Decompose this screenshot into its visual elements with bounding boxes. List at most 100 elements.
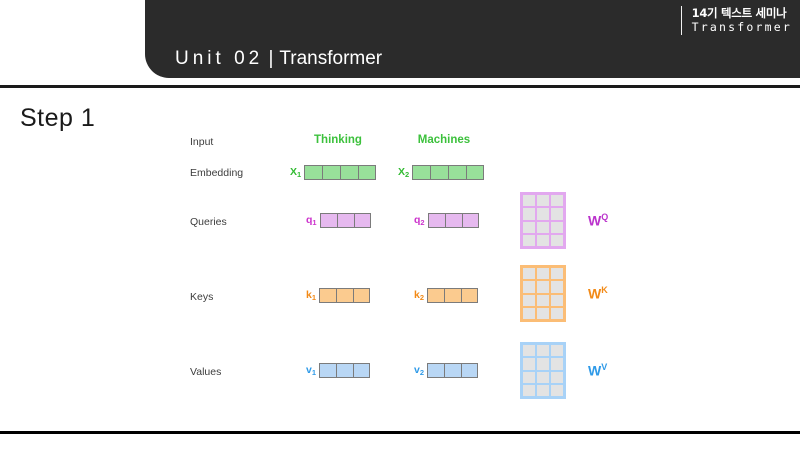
matrix-cell — [523, 294, 535, 306]
row-label-keys: Keys — [190, 291, 214, 303]
header-title-separator: | — [268, 48, 275, 69]
step-title: Step 1 — [20, 104, 96, 132]
vector-cell — [444, 363, 462, 378]
matrix-cell — [551, 345, 563, 357]
vector-cells-k1 — [319, 288, 371, 303]
vector-cells-v1 — [319, 363, 371, 378]
vector-cell — [353, 213, 371, 228]
matrix-cell — [551, 208, 563, 220]
weight-matrix-wq — [520, 192, 566, 249]
vector-cell — [448, 165, 467, 180]
matrix-cell — [523, 221, 535, 233]
matrix-cell — [523, 371, 535, 383]
vector-tag-v2: v2 — [414, 364, 425, 377]
weight-matrix-label-wv: WV — [588, 362, 608, 379]
vector-cell — [412, 165, 431, 180]
header-title-name: Transformer — [279, 48, 383, 69]
matrix-cell — [523, 195, 535, 207]
vector-cell — [444, 213, 462, 228]
header-meta-english: Transformer — [691, 20, 792, 35]
weight-matrix-wk — [520, 265, 566, 322]
vector-cell — [353, 363, 371, 378]
matrix-cell — [537, 208, 549, 220]
vector-cell — [319, 363, 337, 378]
queries-vector-q2: q2 — [414, 213, 479, 228]
matrix-cell — [537, 281, 549, 293]
vector-cell — [340, 165, 359, 180]
values-vector-v1: v1 — [306, 363, 371, 378]
vector-cell — [322, 165, 341, 180]
header-title-unit: Unit 02 — [175, 48, 264, 69]
matrix-cell — [537, 268, 549, 280]
vector-cells-x1 — [304, 165, 377, 180]
vector-tag-q2: q2 — [414, 214, 425, 227]
word-label-thinking: Thinking — [314, 134, 362, 146]
page-title: Unit 02 | Transformer — [175, 48, 382, 70]
matrix-cell — [537, 221, 549, 233]
matrix-cell — [551, 294, 563, 306]
matrix-cell — [537, 307, 549, 319]
vector-cell — [430, 165, 449, 180]
vector-tag-k2: k2 — [414, 289, 425, 302]
values-vector-v2: v2 — [414, 363, 479, 378]
matrix-cell — [523, 307, 535, 319]
vector-tag-q1: q1 — [306, 214, 317, 227]
keys-vector-k2: k2 — [414, 288, 479, 303]
vector-tag-k1: k1 — [306, 289, 317, 302]
matrix-cell — [523, 358, 535, 370]
vector-cell — [353, 288, 371, 303]
matrix-cell — [551, 195, 563, 207]
header-meta: 14기 텍스트 세미나 Transformer — [680, 6, 792, 35]
vector-cells-q1 — [319, 213, 371, 228]
vector-cell — [444, 288, 462, 303]
matrix-cell — [551, 221, 563, 233]
matrix-cell — [551, 268, 563, 280]
weight-matrix-label-wq: WQ — [588, 212, 609, 229]
vector-cell — [304, 165, 323, 180]
vector-cell — [427, 288, 445, 303]
matrix-cell — [551, 307, 563, 319]
matrix-cell — [551, 358, 563, 370]
vector-cell — [461, 213, 479, 228]
vector-cell — [319, 288, 337, 303]
vector-cells-x2 — [412, 165, 485, 180]
embedding-vector-x1: X1 — [290, 165, 377, 180]
vector-cell — [336, 288, 354, 303]
vector-cell — [461, 363, 479, 378]
matrix-cell — [537, 384, 549, 396]
vector-cell — [427, 213, 445, 228]
row-label-embedding: Embedding — [190, 167, 244, 179]
matrix-cell — [537, 371, 549, 383]
matrix-cell — [523, 345, 535, 357]
weight-matrix-wv — [520, 342, 566, 399]
matrix-cell — [551, 281, 563, 293]
row-label-input: Input — [190, 136, 214, 148]
matrix-cell — [523, 208, 535, 220]
matrix-cell — [537, 234, 549, 246]
row-label-values: Values — [190, 366, 222, 378]
row-label-queries: Queries — [190, 216, 227, 228]
matrix-cell — [523, 234, 535, 246]
matrix-cell — [537, 294, 549, 306]
vector-cell — [461, 288, 479, 303]
vector-tag-x2: X2 — [398, 166, 410, 179]
matrix-cell — [523, 268, 535, 280]
vector-cell — [466, 165, 485, 180]
keys-vector-k1: k1 — [306, 288, 371, 303]
vector-tag-v1: v1 — [306, 364, 317, 377]
matrix-cell — [523, 281, 535, 293]
matrix-cell — [551, 371, 563, 383]
word-label-machines: Machines — [417, 134, 471, 146]
queries-vector-q1: q1 — [306, 213, 371, 228]
matrix-cell — [537, 195, 549, 207]
vector-cell — [336, 363, 354, 378]
header-bar: Unit 02 | Transformer 14기 텍스트 세미나 Transf… — [145, 0, 800, 78]
vector-cell — [336, 213, 354, 228]
matrix-cell — [551, 384, 563, 396]
vector-cell — [427, 363, 445, 378]
header-meta-korean: 14기 텍스트 세미나 — [691, 6, 787, 20]
header-divider-rule — [0, 85, 800, 88]
matrix-cell — [523, 384, 535, 396]
weight-matrix-label-wk: WK — [588, 285, 608, 302]
